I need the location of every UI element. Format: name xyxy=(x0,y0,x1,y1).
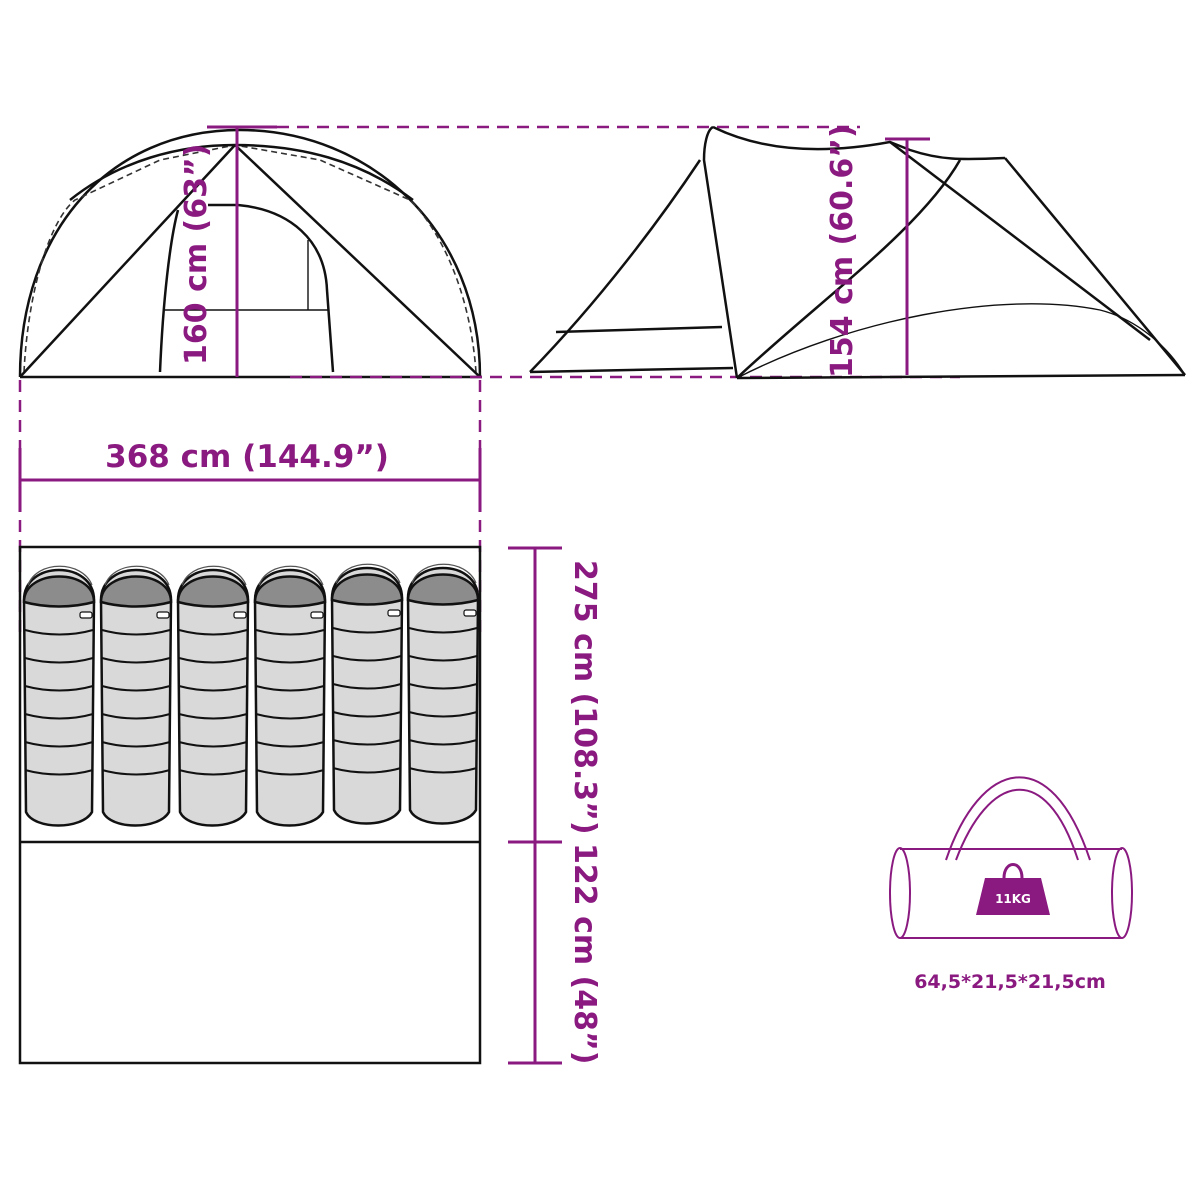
rear-pole xyxy=(889,141,1151,341)
vestibule-floor xyxy=(529,366,734,374)
inner-tent-curve xyxy=(736,303,1186,379)
ridge-line xyxy=(712,125,1006,161)
bag-left-end xyxy=(889,847,911,939)
door-left-edge xyxy=(158,209,180,373)
front-upper-pole xyxy=(69,143,414,201)
sleeping-bag-icon xyxy=(253,565,327,827)
front-left-guy xyxy=(19,144,236,378)
vestibule-sill xyxy=(555,325,723,334)
side-view: 154 cm (60.6”) xyxy=(529,124,1186,380)
vestibule-length-label: 122 cm (48”) xyxy=(567,843,602,1064)
door-arch xyxy=(208,203,335,373)
bag-size-label: 64,5*21,5*21,5cm xyxy=(914,971,1106,993)
bag-body-lines xyxy=(900,848,1122,939)
carry-bag-icon: 11KG 64,5*21,5*21,5cm xyxy=(889,776,1133,993)
side-height-label: 154 cm (60.6”) xyxy=(825,124,860,378)
weight-icon: 11KG xyxy=(976,863,1050,915)
floor-plan-outline xyxy=(18,545,482,1065)
weight-label: 11KG xyxy=(995,892,1031,906)
bag-handle-inner xyxy=(955,788,1079,861)
sleeping-bags xyxy=(22,563,480,827)
front-inner-dome xyxy=(23,144,477,373)
front-view: 160 cm (63”) xyxy=(18,125,482,379)
width-label: 368 cm (144.9”) xyxy=(105,439,389,475)
sleeping-bag-icon xyxy=(22,565,96,827)
middle-pole xyxy=(736,159,962,379)
width-dimension: 368 cm (144.9”) xyxy=(18,380,482,635)
sleeping-bag-icon xyxy=(99,565,173,827)
front-right-guy xyxy=(234,144,481,378)
sleeping-bag-icon xyxy=(176,565,250,827)
vestibule-front-edge xyxy=(529,159,702,373)
sleeping-bag-icon xyxy=(406,563,480,825)
front-outer-dome xyxy=(18,128,482,378)
sleeping-area-length-label: 275 cm (108.3”) xyxy=(567,560,602,835)
side-ground-line xyxy=(736,373,1186,380)
sleeping-bag-icon xyxy=(330,563,404,825)
front-height-label: 160 cm (63”) xyxy=(179,144,214,365)
bag-right-end xyxy=(1111,847,1133,939)
front-panel-edge xyxy=(702,125,739,379)
bag-handle-outer xyxy=(945,776,1091,861)
floor-plan: 275 cm (108.3”) 122 cm (48”) xyxy=(18,545,602,1065)
